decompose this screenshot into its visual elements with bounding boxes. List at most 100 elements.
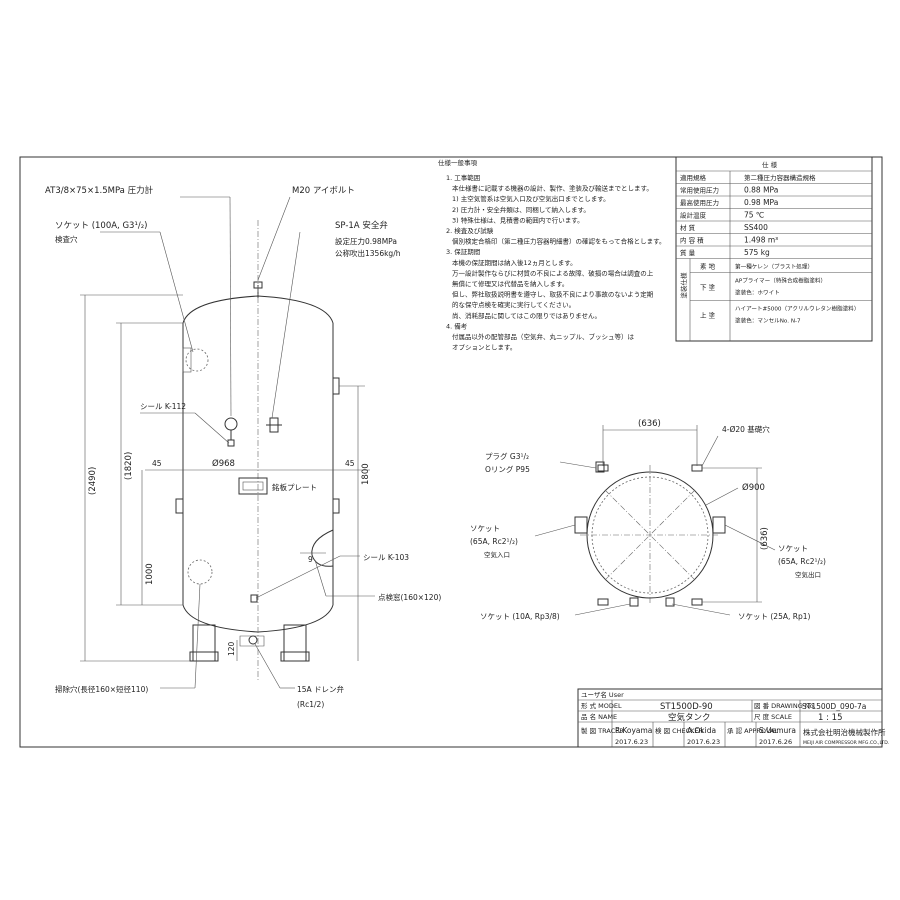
socket-inlet-label: ソケット [470, 524, 500, 533]
paint-row-label: 下 塗 [700, 283, 716, 292]
notes-line: 但し、弊社取扱説明書を遵守し、取扱不良により事故のないよう定期 [452, 290, 654, 299]
checker-name: A.Okida [687, 726, 716, 735]
name-value: 空気タンク [668, 712, 711, 723]
approval-name: S.Uemura [759, 726, 796, 735]
spec-row-value: 1.498 m³ [744, 236, 778, 245]
socket-outlet-label: ソケット [778, 544, 808, 553]
drawing-no-value: ST1500D_090-7a [802, 702, 866, 711]
dim-nine: 9 [308, 555, 313, 564]
user-label: ユーザ名 User [581, 690, 624, 699]
tank-elevation-view: AT3/8×75×1.5MPa 圧力計 M20 アイボルト ソケット (100A… [45, 185, 441, 709]
socket-25a-label: ソケット (25A, Rp1) [738, 612, 810, 621]
company-name: 株式会社明治機械製作所 [803, 727, 886, 737]
notes-line: 4. 備考 [446, 321, 468, 330]
model-value: ST1500D-90 [660, 702, 713, 712]
approval-date: 2017.6.26 [759, 738, 792, 746]
dim-120-label: 120 [227, 641, 236, 656]
spec-row-label: 適用規格 [680, 173, 707, 182]
dim-right-45: 45 [345, 459, 355, 468]
notes-line: 尚、消耗部品に関してはこの限りではありません。 [452, 311, 601, 320]
company-name-en: MEIJI AIR COMPRESSOR MFG.CO.,LTD. [803, 740, 889, 746]
notes-line: 万一設計製作ならびに材質の不良による故障、破損の場合は調査の上 [452, 268, 654, 277]
name-label: 品 名 NAME [581, 712, 617, 721]
diameter-label: Ø968 [212, 458, 235, 469]
notes-line: 3. 保証期間 [446, 247, 480, 256]
model-label: 形 式 MODEL [581, 701, 622, 710]
spec-row-label: 質 量 [680, 248, 696, 257]
rated-flow-label: 公称吹出1356kg/h [335, 248, 401, 258]
notes-line: 付属品以外の配管部品（空気弁、丸ニップル、ブッシュ等）は [452, 332, 635, 341]
notes-heading: 仕様一般事項 [438, 158, 478, 167]
tracer-label: 製 図 TRACER [581, 726, 624, 735]
paint-row-value: APプライマー（特殊合成樹脂塗料） [735, 277, 826, 285]
air-outlet-label: 空気出口 [795, 570, 821, 579]
gauge-label: AT3/8×75×1.5MPa 圧力計 [45, 185, 154, 196]
drain-valve-spec: (Rc1/2) [297, 700, 324, 709]
safety-valve-label: SP-1A 安全弁 [335, 220, 388, 231]
tracer-date: 2017.6.23 [615, 738, 648, 746]
spec-header: 仕 様 [762, 160, 778, 169]
dim-left-45: 45 [152, 459, 162, 468]
drain-valve-label: 15A ドレン弁 [297, 684, 345, 694]
notes-line: 2) 圧力計・安全弁類は、同梱して納入します。 [452, 205, 590, 214]
set-pressure-label: 設定圧力0.98MPa [335, 236, 397, 246]
paint-row-value: 第一種ケレン（ブラスト処理） [735, 263, 813, 271]
spec-row-label: 材 質 [680, 223, 696, 232]
paint-group-label: 塗装仕様 [679, 272, 688, 299]
notes-line: 本機の保証期間は納入後12ヵ月とします。 [452, 258, 577, 267]
general-notes: 仕様一般事項 1. 工事範囲本仕様書に記載する機器の設計、製作、塗装及び輸送まで… [438, 158, 666, 352]
cleaning-hole-icon [187, 559, 213, 585]
dim-1800-label: 1800 [361, 463, 371, 485]
notes-line: 1. 工事範囲 [446, 173, 480, 182]
notes-line: 1) 主空気管系は空気入口及び空気出口までとします。 [452, 194, 610, 203]
paint-row-label: 素 地 [700, 262, 716, 271]
air-inlet-nozzle-icon [574, 516, 588, 534]
paint-row-color: 塗装色：マンセルNo. N-7 [735, 317, 801, 325]
paint-row-value: ハイアート#5000（アクリルウレタン樹脂塗料） [735, 305, 859, 313]
dim-total-height-label: (2490) [88, 467, 98, 495]
notes-line: 的な保守点検を確実に実行してください。 [452, 300, 575, 309]
air-inlet-label: 空気入口 [484, 550, 510, 559]
scale-label: 尺 度 SCALE [754, 712, 792, 721]
tank-top-head [182, 295, 334, 324]
socket-inlet-spec: (65A, Rc2¹/₂) [470, 537, 518, 546]
tank-leg-right [283, 624, 307, 662]
sheet-border [19, 156, 883, 748]
dim-1000-label: 1000 [145, 563, 155, 585]
oring-label: Oリング P95 [485, 464, 530, 474]
diameter-900-label: Ø900 [742, 482, 765, 493]
seal-k103-label: シール K-103 [363, 553, 409, 562]
foundation-holes-label: 4-Ø20 基礎穴 [722, 424, 770, 434]
cleaning-hole-label: 掃除穴(長径160×短径110) [55, 684, 148, 694]
spec-row-value: 0.98 MPa [744, 198, 778, 207]
dim-636-side-label: (636) [760, 527, 770, 550]
title-block: ユーザ名 User 形 式 MODEL ST1500D-90 図 番 DRAWI… [577, 688, 889, 748]
pressure-gauge-icon [224, 417, 238, 431]
tank-plan-view: (636) (636) 4-Ø20 基礎穴 Ø900 プラグ G3¹/₂ Oリン… [470, 419, 826, 621]
scale-value: 1 : 15 [818, 713, 843, 723]
paint-row-label: 上 塗 [700, 311, 716, 320]
notes-lines: 1. 工事範囲本仕様書に記載する機器の設計、製作、塗装及び輸送までとします。1)… [446, 173, 666, 352]
notes-line: 個別検定合格印（第二種圧力容器明細書）の確認をもって合格とします。 [452, 237, 666, 246]
dim-body-height-label: (1820) [124, 452, 134, 480]
notes-line: 2. 検査及び試験 [446, 226, 494, 235]
checker-date: 2017.6.23 [687, 738, 720, 746]
spec-row-label: 最高使用圧力 [680, 198, 719, 207]
socket-outlet-spec: (65A, Rc2¹/₂) [778, 557, 826, 566]
approval-label: 承 認 APPROVAL [727, 726, 778, 735]
inspection-hole-label: 検査穴 [55, 234, 78, 244]
nameplate-label: 銘板プレート [272, 482, 317, 492]
inspect-window-icon [311, 529, 334, 567]
spec-row-value: SS400 [744, 223, 768, 232]
plug-label: プラグ G3¹/₂ [485, 451, 529, 461]
seal-k112-label: シール K-112 [140, 402, 186, 411]
inspection-hole-icon [185, 348, 209, 372]
plug-icon [595, 461, 605, 473]
checker-label: 検 図 CHECKER [655, 726, 704, 735]
spec-row-label: 内 容 積 [680, 236, 704, 245]
air-outlet-nozzle-icon [712, 516, 726, 534]
spec-row-label: 常用使用圧力 [680, 186, 719, 195]
socket-10a-label: ソケット (10A, Rp3/8) [480, 612, 560, 621]
